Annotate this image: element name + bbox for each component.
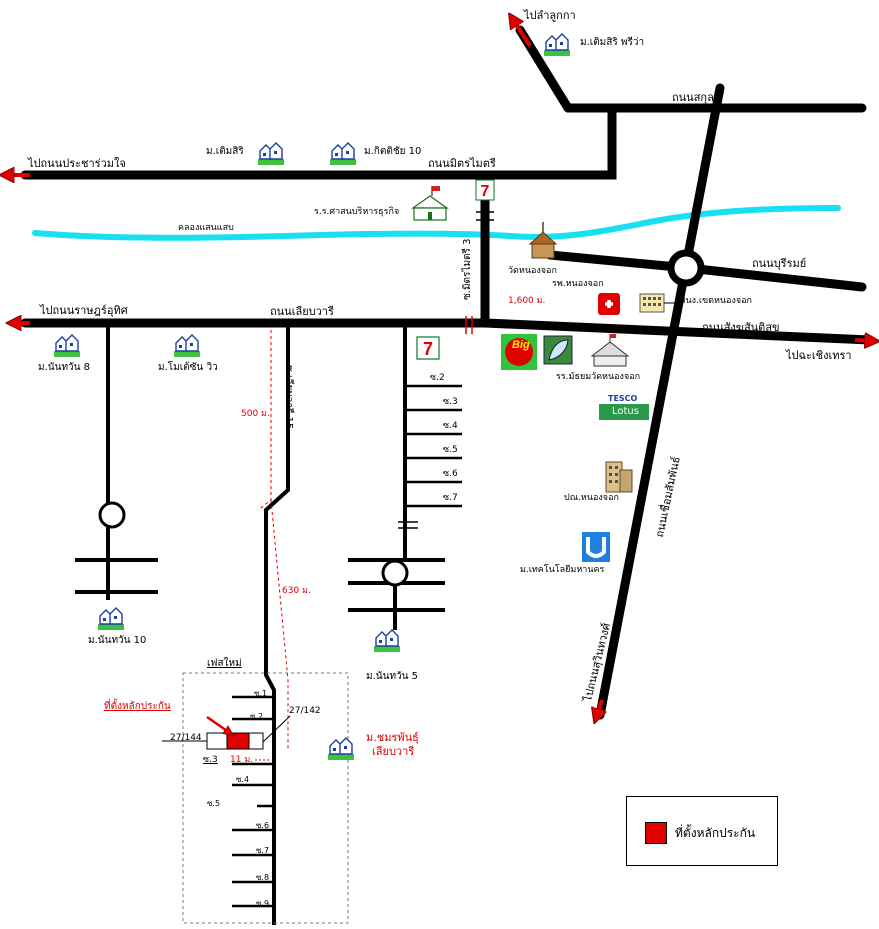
village-monte-vista: ม.โมเต้ซัน วิว (158, 362, 218, 373)
distance-1600: 1,600 ม. (508, 296, 546, 306)
secondary-school-icon (590, 334, 630, 367)
big-c-logo: Big (501, 334, 537, 370)
road-buriram (683, 263, 867, 292)
hospital-icon (598, 293, 620, 315)
soi-3: ซ.3 (443, 397, 458, 407)
tesco-lotus-logo (599, 394, 649, 420)
arrow-chachoengsao (854, 340, 874, 341)
legend: ที่ตั้งหลักประกัน (626, 796, 778, 866)
place-university: ม.เทคโนโลยีมหานคร (520, 565, 605, 575)
road-label-buriram: ถนนบุรีรมย์ (752, 257, 807, 270)
inset-soi-7: ซ.7 (256, 846, 270, 855)
school-icon (411, 186, 449, 221)
inset-phase: เฟสใหม่ (207, 658, 242, 669)
road-label-mit-maitri: ถนนมิตรไมตรี (428, 157, 496, 170)
legend-label: ที่ตั้งหลักประกัน (675, 826, 756, 840)
soi-7: ซ.7 (443, 493, 458, 503)
road-label-sangkhom: ถนนสังฆสันติสุข (702, 321, 780, 334)
canal-label: คลองแสนแสบ (178, 223, 234, 233)
distance-630: 630 ม. (282, 586, 311, 596)
road-chuam-samphan (595, 83, 725, 720)
inset-box (182, 672, 349, 924)
place-lotus: Lotus (612, 406, 639, 417)
roundabout-main (667, 249, 705, 287)
place-tesco: TESCO (608, 394, 638, 403)
place-district-office: สนง.เขตหนองจอก (680, 296, 752, 306)
leaf-logo (543, 335, 573, 365)
house-27-144: 27/144 (170, 733, 202, 743)
road-mit-maitri (20, 103, 617, 180)
place-hospital: รพ.หนองจอก (552, 279, 604, 289)
house-27-142: 27/142 (289, 706, 321, 716)
direction-pracha-ruam-jai: ไปถนนประชาร่วมใจ (28, 157, 126, 170)
road-label-liap-wari: ถนนเลียบวารี (270, 305, 334, 318)
inset-soi-9: ซ.9 (256, 899, 270, 908)
village-nanthawan-10: ม.นันทวัน 10 (88, 635, 147, 646)
arrow-lam-luk-ka (512, 18, 532, 48)
place-post-office: ปณ.หนองจอก (564, 493, 619, 503)
arrow-suwinthawong (596, 699, 602, 718)
inset-soi-3: ซ.3 (203, 755, 218, 765)
road-liap-wari-15 (264, 323, 290, 925)
road-wat-link (545, 250, 693, 273)
district-office-icon (639, 293, 676, 313)
direction-lam-luk-ka: ไปลำลูกกา (524, 9, 576, 22)
village-chomphu-sub: เลียบวารี (372, 745, 415, 758)
village-nanthawan-8: ม.นันทวัน 8 (38, 362, 91, 373)
svg-text:7: 7 (423, 339, 433, 359)
village-nanthawan-5: ม.นันทวัน 5 (366, 671, 419, 682)
distance-11: 11 ม. (230, 755, 254, 765)
direction-chachoengsao: ไปฉะเชิงเทรา (786, 349, 852, 362)
village-ta-siri: ม.เติมสิริ (206, 146, 244, 157)
soi-6: ซ.6 (443, 469, 458, 479)
inset-soi-8: ซ.8 (256, 873, 270, 882)
inset-soi-1: ซ.1 (254, 689, 268, 698)
inset-soi-4: ซ.4 (236, 775, 250, 784)
direction-rat-uthit: ไปถนนราษฎร์อุทิศ (40, 304, 128, 317)
svg-text:Big: Big (512, 339, 530, 351)
place-wat-nong-chok: วัดหนองจอก (508, 266, 557, 276)
soi-5: ซ.5 (443, 445, 458, 455)
soi-2: ซ.2 (430, 373, 445, 383)
temple-icon (528, 222, 558, 259)
road-label-sakun-di: ถนนสกุลดี (672, 91, 721, 104)
distance-500: 500 ม. (241, 409, 270, 419)
inset-soi-2: ซ.2 (250, 712, 264, 721)
village-kitti-chai-10: ม.กิตติชัย 10 (364, 146, 422, 157)
road-liap-wari (20, 318, 875, 345)
road-label-liap-wari-15: ซ.เลียบวารี 15 (283, 365, 294, 430)
seven-eleven-bottom-icon: 7 (416, 336, 440, 360)
road-label-mit-maitri-3: ซ.มิตรไมตรี 3 (462, 238, 473, 300)
svg-text:7: 7 (481, 183, 490, 200)
collateral-label: ที่ตั้งหลักประกัน (104, 701, 171, 712)
collateral-plot (226, 732, 250, 750)
inset-soi-6: ซ.6 (256, 821, 270, 830)
soi-4: ซ.4 (443, 421, 458, 431)
inset-soi-5: ซ.5 (207, 799, 221, 808)
post-office-icon (605, 461, 633, 493)
village-ta-siri-pre: ม.เติมสิริ พรีว่า (580, 37, 645, 48)
place-secondary-school: รร.มัธยมวัดหนองจอก (556, 372, 641, 382)
university-logo (582, 532, 610, 562)
village-chomphu: ม.ชมรพันธุ์ (366, 731, 419, 744)
legend-swatch (645, 822, 667, 844)
seven-eleven-top-icon: 7 (475, 179, 495, 201)
place-school-sasana: ร.ร.ศาสนบริหารธุรกิจ (314, 207, 400, 217)
